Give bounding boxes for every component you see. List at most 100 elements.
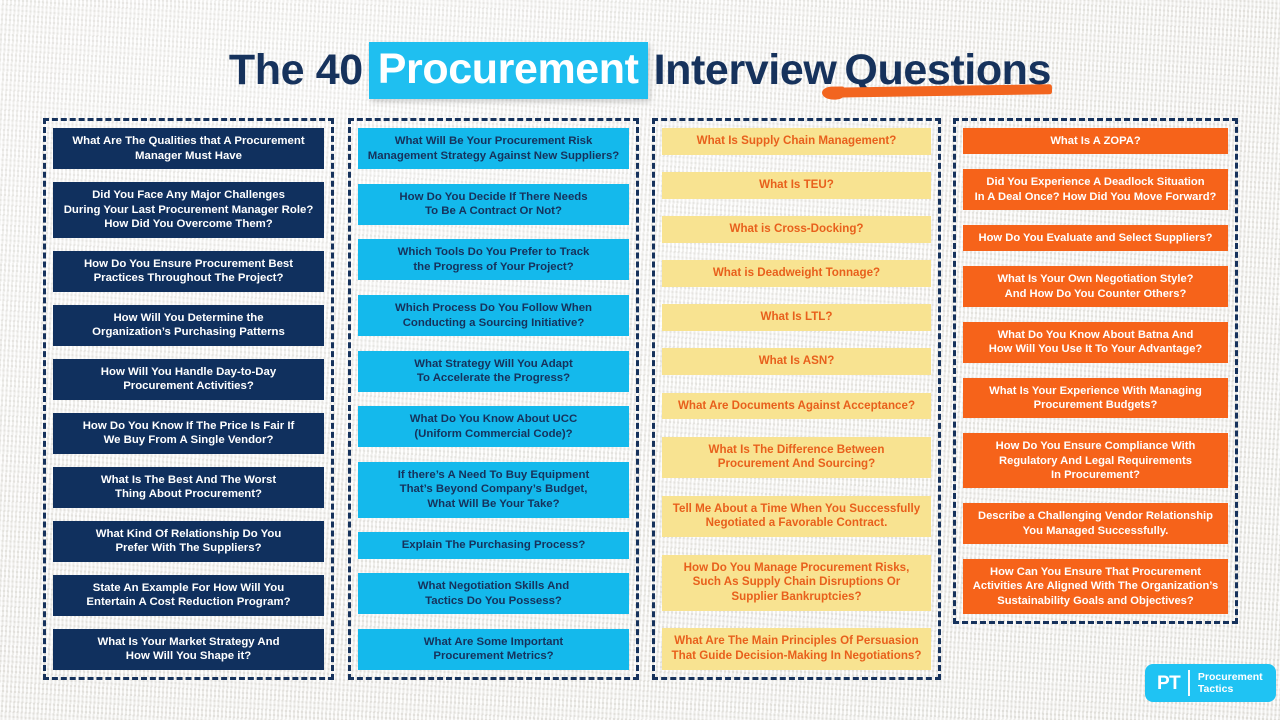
question-line: Procurement Activities? (123, 380, 254, 393)
question-line: Explain The Purchasing Process? (401, 539, 586, 552)
question-line: How Do You Ensure Compliance With (995, 440, 1196, 453)
question-line: Sustainability Goals and Objectives? (997, 594, 1194, 607)
logo-divider (1188, 670, 1190, 696)
question-line: How Do You Ensure Procurement Best (83, 257, 294, 270)
question-line: To Accelerate the Progress? (416, 372, 571, 385)
question-text: What is Deadweight Tonnage? (713, 266, 880, 281)
question-text: What Is A ZOPA? (1050, 134, 1140, 148)
question-text: Tell Me About a Time When You Successful… (673, 502, 920, 532)
question-line: Procurement Budgets? (1033, 398, 1158, 411)
question-text: What Are The Main Principles Of Persuasi… (672, 634, 922, 664)
question-text: What Is ASN? (759, 354, 835, 369)
question-line: During Your Last Procurement Manager Rol… (63, 203, 314, 216)
question-text: How Do You Evaluate and Select Suppliers… (979, 231, 1213, 245)
question-line: What Kind Of Relationship Do You (95, 527, 282, 540)
question-text: How Do You Manage Procurement Risks,Such… (684, 561, 910, 605)
question-line: What Is Supply Chain Management? (696, 134, 897, 147)
question-column-yellow: What Is Supply Chain Management? What Is … (652, 118, 941, 680)
question-line: Which Process Do You Follow When (394, 301, 593, 314)
question-card: What Is LTL? (662, 304, 931, 332)
question-line: Negotiated a Favorable Contract. (705, 516, 888, 530)
question-line: What Will Be Your Take? (427, 498, 560, 511)
question-line: What Is ASN? (758, 354, 835, 368)
logo-initials: PT (1157, 672, 1181, 694)
brand-logo[interactable]: PT Procurement Tactics (1145, 664, 1276, 702)
question-line: What Will Be Your Procurement Risk (394, 135, 593, 147)
question-line: How Did You Overcome Them? (104, 218, 273, 231)
question-line: Supplier Bankruptcies? (731, 590, 862, 604)
question-card: What is Deadweight Tonnage? (662, 260, 931, 288)
question-card: What Is TEU? (662, 172, 931, 199)
question-line: What Are Documents Against Acceptance? (677, 398, 916, 412)
logo-wordmark: Procurement Tactics (1198, 671, 1263, 696)
question-card: How Do You Evaluate and Select Suppliers… (963, 224, 1228, 252)
question-card: What Are The Qualities that A Procuremen… (53, 128, 324, 170)
question-card: Describe a Challenging Vendor Relationsh… (963, 503, 1228, 544)
question-line: Procurement And Sourcing? (717, 457, 876, 471)
question-card: What Is ASN? (662, 348, 931, 376)
question-line: What Are The Main Principles Of Persuasi… (674, 634, 919, 648)
question-line: Practices Throughout The Project? (93, 272, 284, 285)
question-card: What is Cross-Docking? (662, 216, 931, 244)
question-line: In Procurement? (1051, 468, 1140, 481)
question-line: Prefer With The Suppliers? (115, 542, 262, 555)
question-line: What Is Your Market Strategy And (97, 635, 280, 648)
question-line: Such As Supply Chain Disruptions Or (692, 575, 901, 589)
question-text: What Are Documents Against Acceptance? (678, 399, 915, 414)
question-line: What Is TEU? (759, 178, 834, 192)
question-line: That’s Beyond Company’s Budget, (399, 483, 588, 496)
logo-name-line-1: Procurement (1197, 670, 1263, 683)
question-line: What is Cross-Docking? (729, 222, 864, 236)
question-card: Explain The Purchasing Process? (358, 532, 629, 559)
question-line: What Is Your Own Negotiation Style? (997, 273, 1194, 286)
question-line: Entertain A Cost Reduction Program? (86, 596, 291, 609)
question-line: (Uniform Commercial Code)? (414, 427, 573, 440)
question-line: Did You Experience A Deadlock Situation (986, 176, 1205, 189)
question-line: Manager Must Have (135, 149, 242, 162)
title-part-1: The 40 (228, 46, 363, 94)
question-card: What Are Documents Against Acceptance? (662, 392, 931, 420)
question-line: Regulatory And Legal Requirements (999, 454, 1192, 467)
question-line: How Can You Ensure That Procurement (990, 565, 1201, 578)
question-line: What Negotiation Skills And (417, 580, 570, 593)
question-text: What Is Supply Chain Management? (697, 134, 897, 149)
question-line: Tell Me About a Time When You Successful… (672, 501, 921, 515)
question-line: We Buy From A Single Vendor? (103, 434, 274, 447)
question-line: What Is The Best And The Worst (100, 473, 277, 486)
question-card: What Is Your Own Negotiation Style?And H… (963, 266, 1228, 307)
question-line: Describe a Challenging Vendor Relationsh… (978, 510, 1213, 523)
question-card: What Is A ZOPA? (963, 128, 1228, 155)
